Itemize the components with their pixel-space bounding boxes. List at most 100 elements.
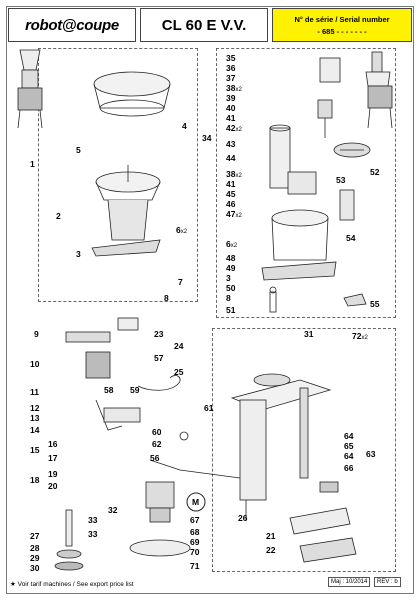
part-label: 68: [190, 527, 200, 537]
bowl-part: [91, 165, 161, 257]
serial-value: - 685 - - - - - - -: [317, 26, 367, 36]
part-label: 13: [30, 413, 40, 423]
part-label: 46: [226, 199, 236, 209]
part-label: 33: [88, 515, 98, 525]
part-label: 48: [226, 253, 236, 263]
model-text: CL 60 E V.V.: [161, 16, 247, 34]
disc-part: [333, 142, 371, 158]
part-label: 9: [34, 329, 39, 339]
part-label: 39: [226, 93, 236, 103]
part-number: 38: [226, 83, 236, 93]
part-label: 56: [150, 453, 160, 463]
part-label: 53: [336, 175, 346, 185]
serial-number-box: N° de série / Serial number - 685 - - - …: [272, 8, 412, 42]
part-label: 61: [204, 403, 214, 413]
part-label: 58: [104, 385, 114, 395]
motor-symbol-label: M: [192, 497, 200, 507]
part-label: 16: [48, 439, 58, 449]
part-label: 64: [344, 451, 354, 461]
part-label: 28: [30, 543, 40, 553]
part-qty: x2: [230, 243, 238, 249]
part-label: 30: [30, 563, 40, 573]
part-number: 42: [226, 123, 236, 133]
part-number: 6: [226, 239, 231, 249]
part-label: 24: [174, 341, 184, 351]
part-label: 69: [190, 537, 200, 547]
part-label: 71: [190, 561, 200, 571]
part-label: 4: [182, 121, 187, 131]
part-label: 38x2: [226, 170, 242, 179]
part-qty: x2: [180, 229, 188, 235]
part-number: 6: [176, 225, 181, 235]
part-number: 72: [352, 331, 362, 341]
frame-part: [230, 373, 332, 520]
part-label: 21: [266, 531, 276, 541]
part-label: 27: [30, 531, 40, 541]
brand-text: robot@coupe: [25, 16, 119, 34]
part-label: 6x2: [176, 226, 187, 235]
part-label: 49: [226, 263, 236, 273]
part-qty: x2: [235, 127, 242, 133]
part-label: 72x2: [352, 332, 368, 341]
revision: REV : b: [374, 577, 401, 587]
part-label: 12: [30, 403, 40, 413]
machine-thumbnail-right: [365, 51, 393, 129]
part-qty: x2: [235, 173, 242, 179]
part-label: 5: [76, 145, 81, 155]
part-label: 2: [56, 211, 61, 221]
part-label: 43: [226, 139, 236, 149]
part-label: 44: [226, 153, 236, 163]
part-label: 31: [304, 329, 314, 339]
part-label: 64: [344, 431, 354, 441]
part-label: 51: [226, 305, 236, 315]
motor-parts: [54, 459, 241, 571]
motor-symbol: [186, 492, 206, 512]
part-label: 29: [30, 553, 40, 563]
control-parts: [65, 317, 189, 441]
part-label: 34: [202, 133, 212, 143]
part-label: 41: [226, 179, 236, 189]
part-label: 40: [226, 103, 236, 113]
part-number: 38: [226, 169, 236, 179]
part-label: 22: [266, 545, 276, 555]
part-label: 52: [370, 167, 380, 177]
part-label: 62: [152, 439, 162, 449]
part-label: 38x2: [226, 84, 242, 93]
bottom-plates: [289, 481, 357, 563]
part-label: 3: [226, 273, 231, 283]
part-label: 67: [190, 515, 200, 525]
part-label: 35: [226, 53, 236, 63]
base-assembly-panel: [212, 328, 396, 572]
part-label: 19: [48, 469, 58, 479]
part-label: 45: [226, 189, 236, 199]
price-list-note: ★ Voir tarif machines / See export price…: [10, 581, 134, 588]
lid-assembly-panel: [216, 48, 396, 318]
part-label: 32: [108, 505, 118, 515]
hopper-part: [93, 71, 171, 117]
side-parts: [269, 189, 367, 313]
page-frame: [6, 6, 414, 594]
part-label: 18: [30, 475, 40, 485]
update-date: Maj : 10/2014: [328, 577, 371, 587]
part-label: 70: [190, 547, 200, 557]
part-qty: x2: [235, 87, 242, 93]
machine-thumbnail-left: [17, 49, 43, 129]
part-label: 37: [226, 73, 236, 83]
part-label: 23: [154, 329, 164, 339]
part-label: 54: [346, 233, 356, 243]
part-qty: x2: [361, 335, 368, 341]
model-title: CL 60 E V.V.: [140, 8, 268, 42]
part-label: 15: [30, 445, 40, 455]
part-label: 60: [152, 427, 162, 437]
serial-label: N° de série / Serial number: [294, 14, 390, 24]
brand-logo: robot@coupe: [8, 8, 136, 42]
part-label: 26: [238, 513, 248, 523]
part-label: 33: [88, 529, 98, 539]
pusher-part: [317, 57, 341, 138]
part-label: 57: [154, 353, 164, 363]
part-label: 1: [30, 159, 35, 169]
part-label: 20: [48, 481, 58, 491]
part-label: 55: [370, 299, 380, 309]
part-label: 8: [226, 293, 231, 303]
